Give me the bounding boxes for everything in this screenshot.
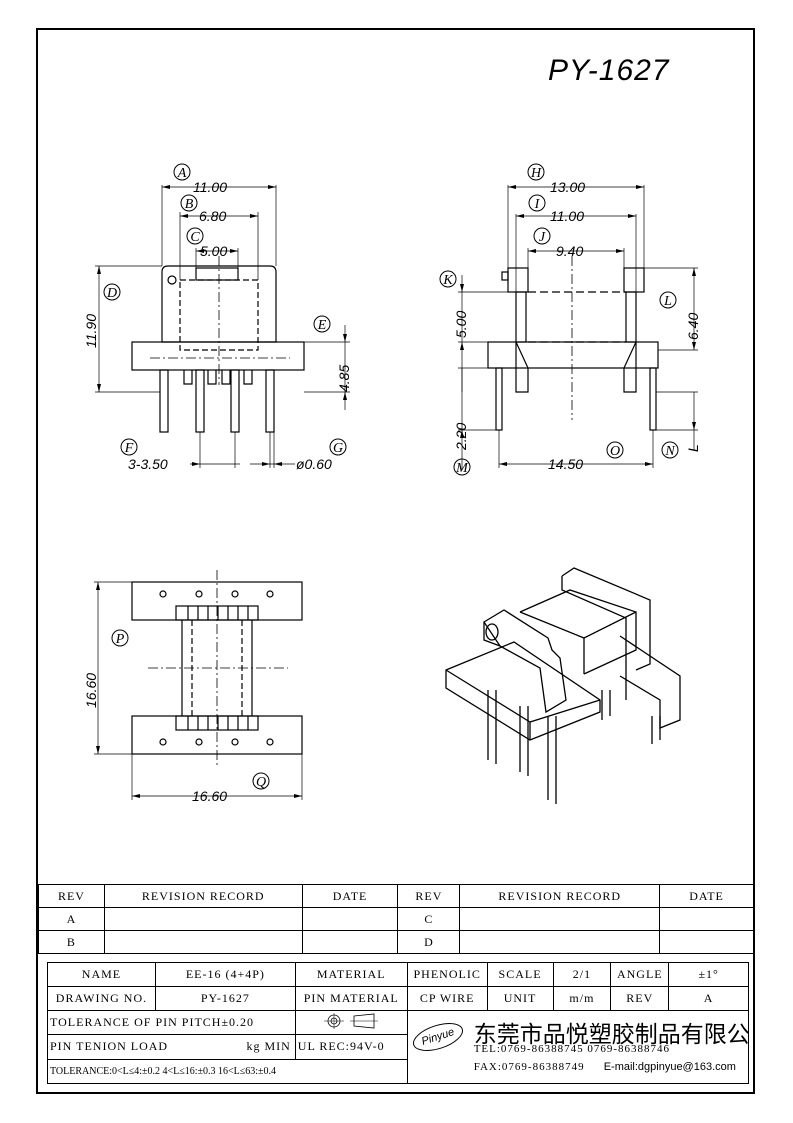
company-block: Pinyue 东莞市品悦塑胶制品有限公司 TEL:0769-86388745 0…: [406, 1010, 750, 1084]
callout-N: N: [664, 444, 675, 459]
date-header: DATE: [301, 884, 399, 908]
pin-tension-row: PIN TENION LOAD kg MIN: [47, 1034, 296, 1060]
callout-I: I: [534, 197, 541, 212]
callout-Q: Q: [256, 775, 266, 790]
pinyue-logo: Pinyue: [409, 1017, 467, 1057]
dim-K-value: 5.00: [453, 311, 469, 338]
record-cell: [459, 907, 661, 931]
pin-material-value: CP WIRE: [406, 986, 488, 1011]
callout-L: L: [663, 294, 672, 309]
rev-cell: A: [38, 907, 105, 931]
company-email: E-mail:dgpinyue@163.com: [603, 1061, 736, 1073]
dim-G-value: ø0.60: [296, 456, 332, 472]
revision-table: REV REVISION RECORD DATE REV REVISION RE…: [38, 884, 754, 954]
dim-D-value: 11.90: [83, 314, 99, 348]
part-number-title: PY-1627: [548, 54, 670, 87]
dim-L-value: 6.40: [685, 313, 701, 340]
projection-symbol: [294, 1009, 408, 1036]
drawing-no-value: PY-1627: [154, 986, 296, 1011]
sheet-border: [36, 28, 755, 1094]
callout-D: D: [106, 286, 117, 301]
dim-B-value: 6.80: [199, 208, 226, 224]
callout-J: J: [539, 230, 546, 245]
dim-H-value: 13.00: [550, 179, 585, 195]
rev-cell: B: [38, 930, 105, 954]
company-fax: FAX:0769-86388749: [473, 1061, 585, 1073]
dim-F-value: 3-3.50: [128, 456, 168, 472]
unit-value: m/m: [552, 986, 612, 1011]
record-cell: [459, 930, 661, 954]
dim-Q-value: 16.60: [192, 788, 227, 804]
rev-header: REV: [38, 884, 105, 908]
rev-cell: C: [397, 907, 461, 931]
callout-K: K: [442, 273, 453, 288]
projection-icon: [324, 1012, 379, 1029]
callout-M: M: [455, 461, 469, 476]
pin-tension-unit: kg MIN: [246, 1039, 291, 1054]
callout-A: A: [177, 166, 187, 181]
bottom-view: [94, 570, 303, 800]
dim-P-value: 16.60: [83, 673, 99, 708]
callout-F: F: [124, 441, 134, 456]
scale-label: SCALE: [486, 962, 554, 987]
dim-M-value: 2.20: [453, 423, 469, 451]
angle-label: ANGLE: [610, 962, 670, 987]
callout-H: H: [530, 166, 542, 181]
rev-header: REV: [397, 884, 461, 908]
pin-pitch-tolerance: TOLERANCE OF PIN PITCH±0.20: [47, 1009, 296, 1036]
side-view: [458, 185, 698, 470]
date-cell: [659, 930, 754, 954]
date-cell: [659, 907, 754, 931]
material-label: MATERIAL: [294, 962, 408, 987]
name-value: EE-16 (4+4P): [154, 962, 296, 987]
title-block: NAME EE-16 (4+4P) MATERIAL PHENOLIC SCAL…: [47, 962, 750, 1085]
dim-N-value: L: [685, 444, 701, 452]
dim-C-value: 5.00: [200, 243, 227, 259]
arrowheads: [96, 185, 696, 798]
tolerance-line: TOLERANCE:0<L≤4:±0.2 4<L≤16:±0.3 16<L≤63…: [47, 1058, 408, 1085]
callout-G: G: [333, 441, 343, 456]
callout-O: O: [610, 444, 620, 459]
date-header: DATE: [659, 884, 754, 908]
table-row: B D: [38, 930, 754, 954]
pin-tension-label: PIN TENION LOAD: [50, 1039, 169, 1054]
date-cell: [301, 907, 399, 931]
callout-E: E: [317, 318, 327, 333]
scale-value: 2/1: [552, 962, 612, 987]
name-label: NAME: [47, 962, 156, 987]
revision-record-header: REVISION RECORD: [103, 884, 303, 908]
callout-C: C: [190, 230, 200, 245]
callout-B: B: [185, 197, 194, 212]
date-cell: [301, 930, 399, 954]
front-view: [95, 185, 350, 468]
isometric-view: [445, 567, 681, 804]
revision-header-row: REV REVISION RECORD DATE REV REVISION RE…: [38, 884, 754, 908]
unit-label: UNIT: [486, 986, 554, 1011]
dim-A-value: 11.00: [193, 179, 227, 195]
pin-material-label: PIN MATERIAL: [294, 986, 408, 1011]
callout-P: P: [115, 632, 125, 647]
record-cell: [103, 930, 303, 954]
material-value: PHENOLIC: [406, 962, 488, 987]
company-tel: TEL:0769-86388745 0769-86388746: [473, 1043, 670, 1055]
table-row: A C: [38, 907, 754, 931]
ul-rec: UL REC:94V-0: [294, 1034, 408, 1060]
dim-E-value: 4.85: [336, 365, 352, 392]
rev-label: REV: [610, 986, 670, 1011]
company-name: 东莞市品悦塑胶制品有限公司: [473, 1022, 749, 1048]
record-cell: [103, 907, 303, 931]
drawing-no-label: DRAWING NO.: [47, 986, 156, 1011]
rev-value: A: [668, 986, 749, 1011]
dim-I-value: 11.00: [550, 208, 584, 224]
dim-J-value: 9.40: [556, 243, 583, 259]
rev-cell: D: [397, 930, 461, 954]
revision-record-header: REVISION RECORD: [459, 884, 661, 908]
angle-value: ±1°: [668, 962, 749, 987]
dim-O-value: 14.50: [548, 456, 583, 472]
